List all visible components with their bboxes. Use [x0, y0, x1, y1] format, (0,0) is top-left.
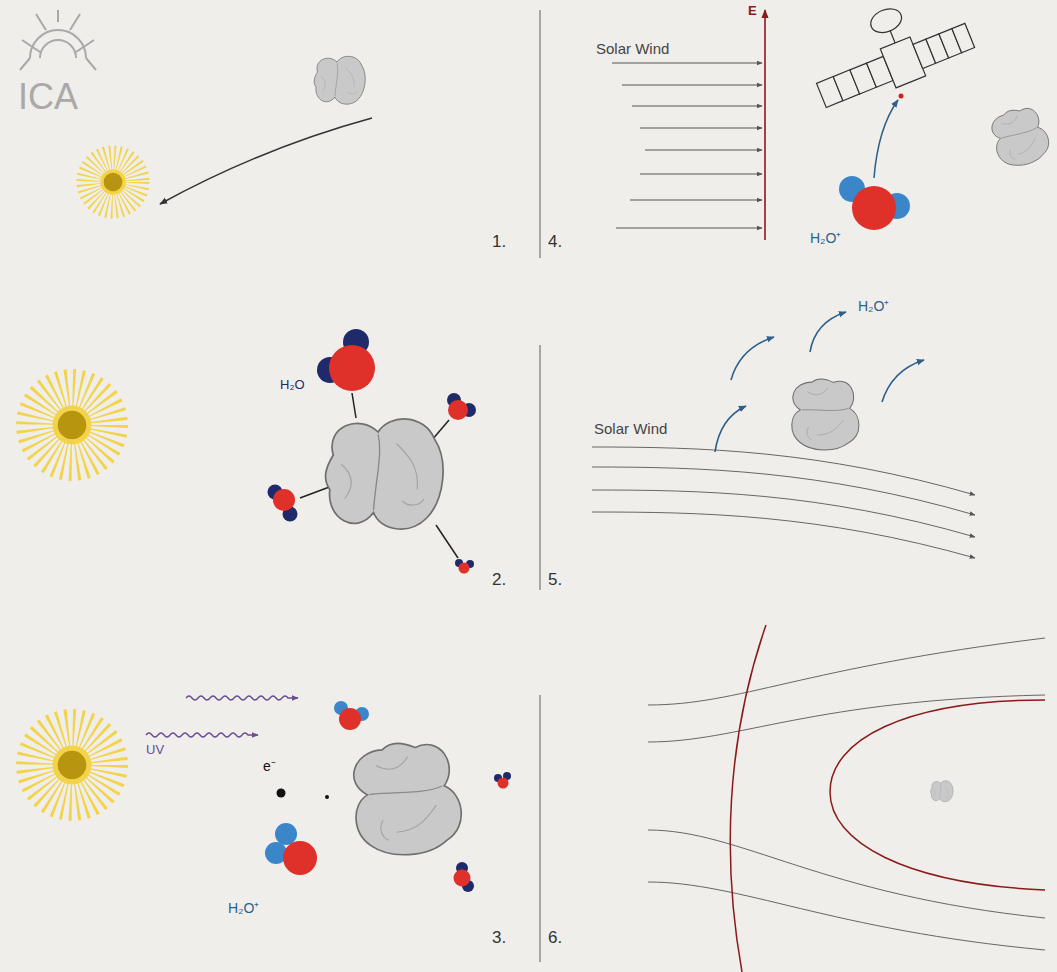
sun [89, 158, 137, 206]
ionopause [830, 700, 1045, 890]
comet [326, 419, 444, 529]
water-molecule [317, 329, 375, 391]
orbit-arrow [160, 118, 372, 204]
water-ion [839, 176, 910, 230]
water-molecule [268, 485, 298, 522]
panel-number: 4. [548, 232, 562, 252]
panel-number: 2. [492, 570, 506, 590]
outgassing-line [300, 393, 458, 558]
water-molecule [334, 701, 369, 730]
sensor-dot [899, 94, 904, 99]
comet [344, 734, 467, 863]
panel-number: 1. [492, 232, 506, 252]
uv-photon [146, 696, 298, 737]
water-molecule [455, 559, 474, 574]
logo-text: ICA [18, 76, 78, 117]
sun [36, 729, 109, 802]
ion-pickup-arrow [715, 312, 924, 452]
field-line [648, 638, 1045, 950]
solar-wind-line [592, 447, 975, 558]
spacecraft [800, 0, 977, 115]
electron [277, 789, 286, 798]
panel-number: 5. [548, 570, 562, 590]
sun [36, 389, 109, 462]
ion-path [874, 100, 898, 178]
panel-number: 3. [492, 928, 506, 948]
panel-divider [539, 10, 540, 962]
water-ion [265, 823, 317, 875]
particle-label: e⁻ [263, 758, 276, 774]
water-molecule [494, 772, 511, 789]
flow-label: Solar Wind [596, 40, 669, 57]
solar-wind-arrow [612, 63, 762, 228]
comet [788, 376, 861, 453]
comet [985, 102, 1054, 173]
bow-shock [730, 625, 766, 972]
ion-label: H₂O⁺ [858, 298, 889, 314]
panel-number: 6. [548, 928, 562, 948]
molecule-label: H₂O [280, 378, 305, 393]
flow-label: Solar Wind [594, 420, 667, 437]
water-molecule [454, 862, 475, 892]
radiation-label: UV [146, 743, 164, 758]
ion-label: H₂O⁺ [810, 230, 841, 246]
electric-field-arrow [764, 10, 766, 240]
logo-mark [20, 10, 96, 70]
ion-label: H₂O⁺ [228, 900, 259, 916]
field-label: E [748, 4, 757, 19]
comet [931, 781, 953, 802]
comet [314, 56, 365, 104]
water-molecule [447, 393, 476, 420]
electron [325, 795, 329, 799]
